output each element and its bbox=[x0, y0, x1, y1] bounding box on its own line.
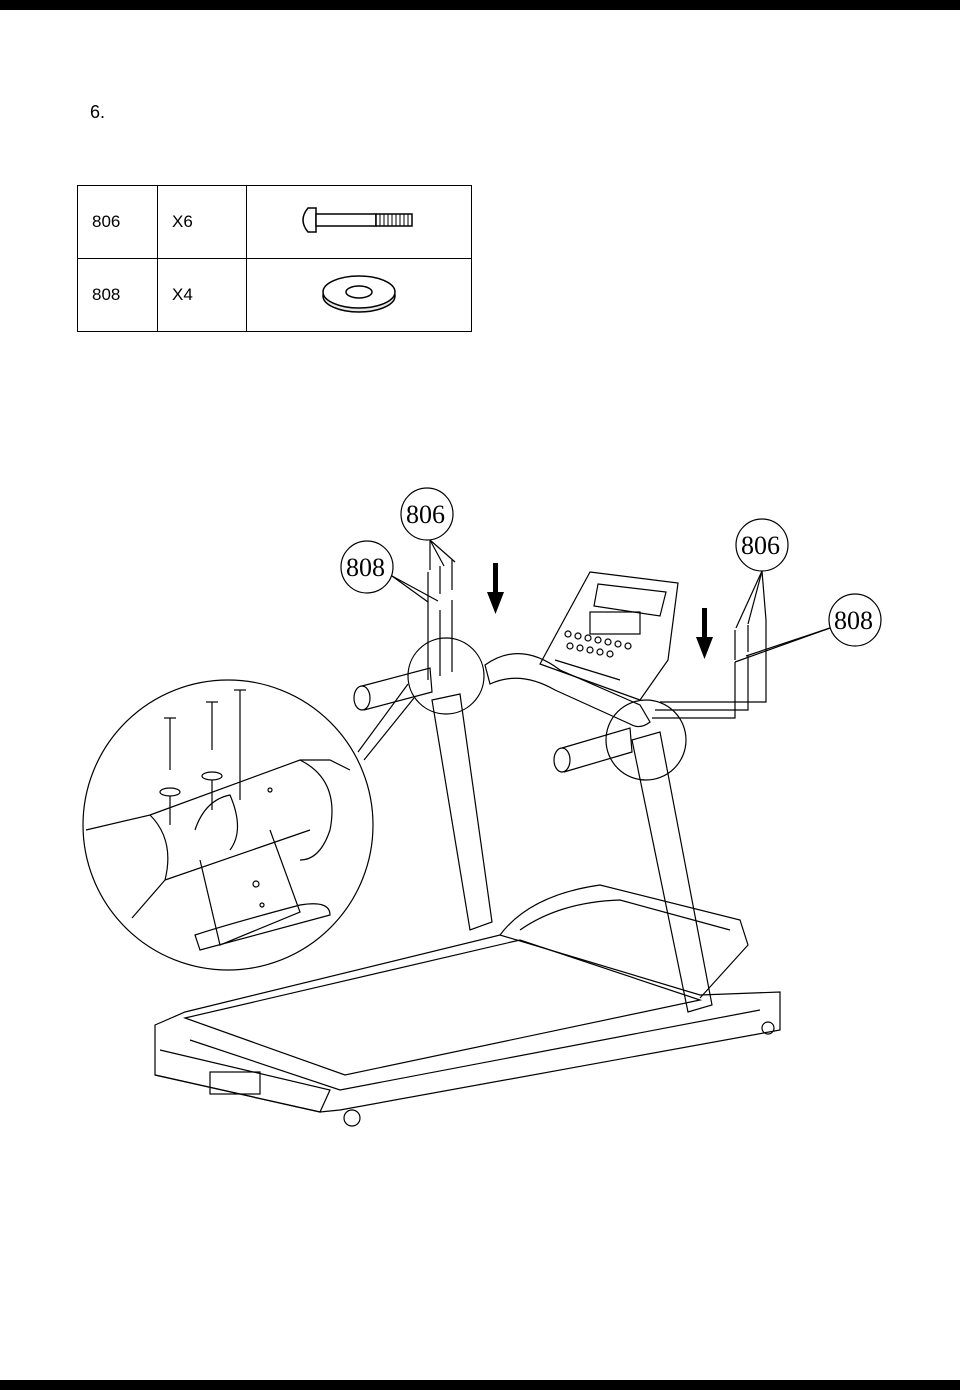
part-number: 808 bbox=[77, 258, 158, 332]
part-quantity: X6 bbox=[157, 185, 247, 259]
callout-808-left-label: 808 bbox=[346, 553, 385, 582]
callout-808-left-circle bbox=[340, 540, 394, 594]
part-image bbox=[246, 185, 472, 259]
bolt-icon bbox=[302, 206, 413, 233]
callout-806-left-label: 806 bbox=[406, 500, 445, 529]
callout-806-right-label: 806 bbox=[741, 531, 780, 560]
callout-808-right-label: 808 bbox=[834, 606, 873, 635]
part-quantity: X4 bbox=[157, 258, 247, 332]
parts-row: 808 X4 bbox=[77, 258, 472, 332]
bottom-rule bbox=[0, 1380, 960, 1390]
part-number: 806 bbox=[77, 185, 158, 259]
parts-table: 806 X6 808 X4 bbox=[77, 185, 472, 332]
treadmill bbox=[154, 571, 781, 1127]
assembly-drawing: 806 808 806 808 bbox=[82, 487, 882, 1127]
part-image bbox=[246, 258, 472, 332]
detail-view bbox=[82, 679, 374, 971]
parts-row: 806 X6 bbox=[77, 185, 472, 259]
callout-806-left-circle bbox=[400, 487, 454, 541]
washer-icon bbox=[322, 274, 396, 313]
step-number: 6. bbox=[90, 102, 106, 122]
top-rule bbox=[0, 0, 960, 10]
callout-808-right-circle bbox=[828, 593, 882, 647]
